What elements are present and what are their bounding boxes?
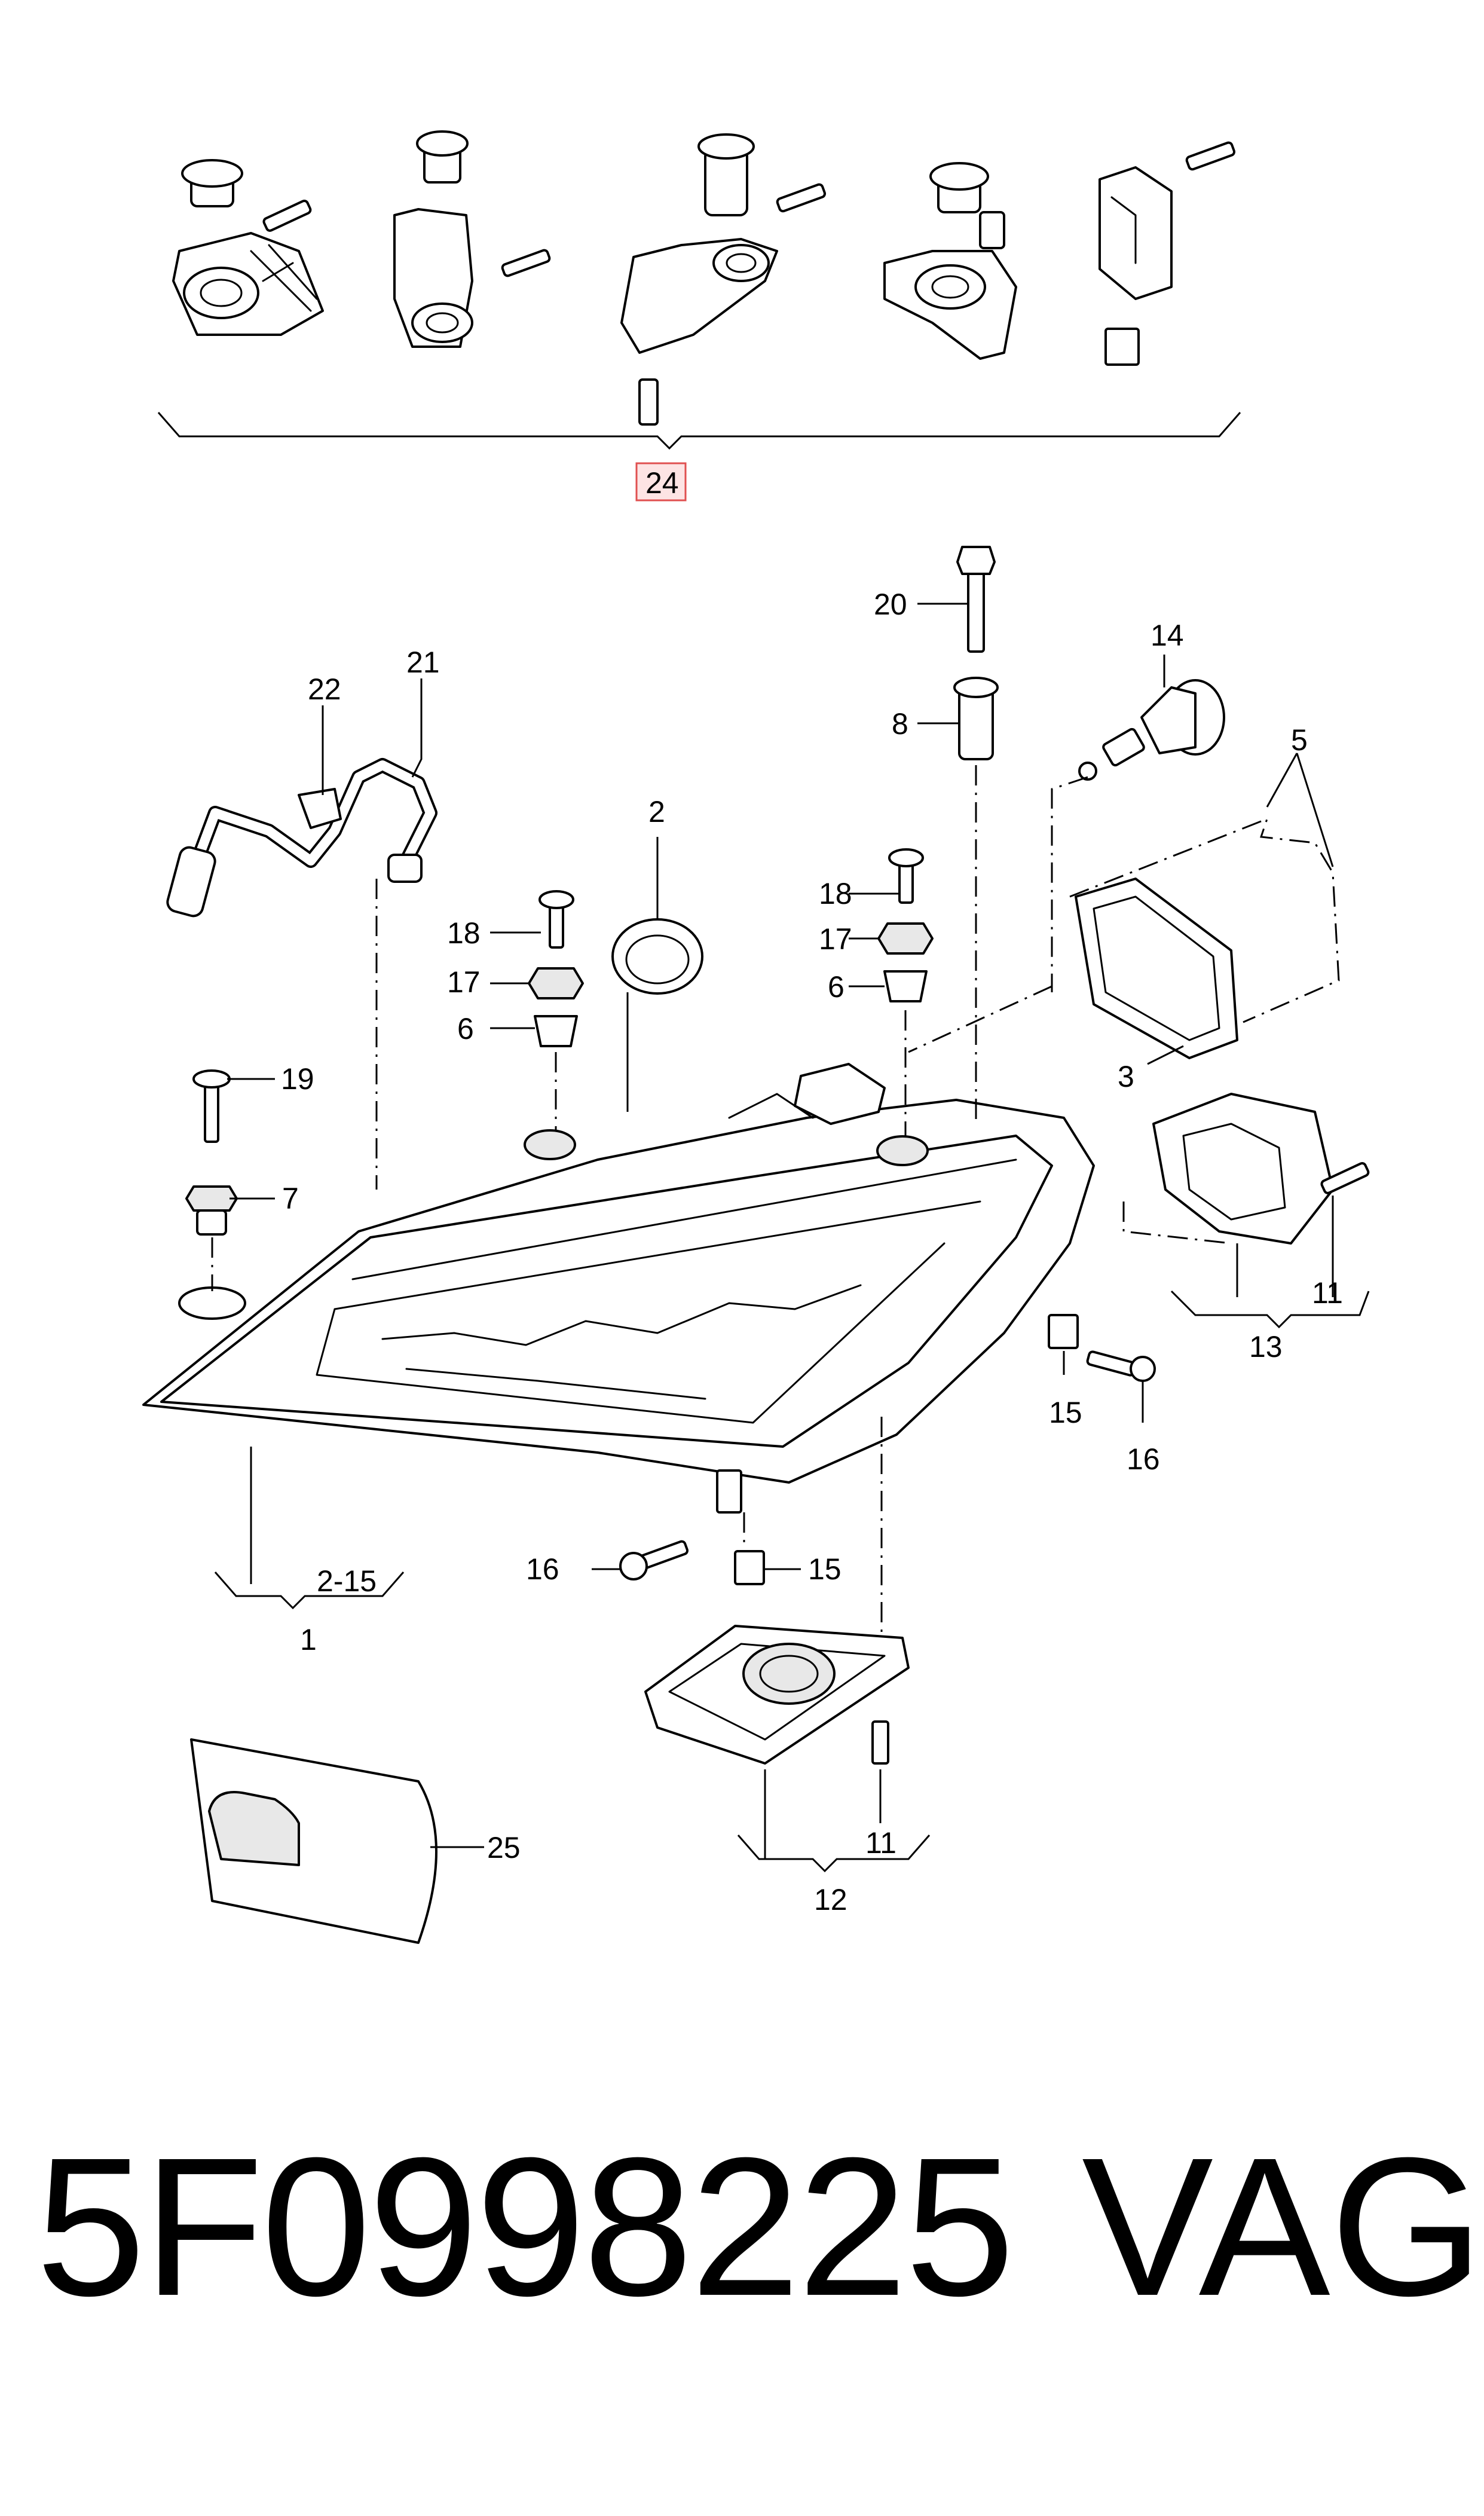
long-screw-and-sleeve	[953, 546, 999, 760]
label-24-highlight	[635, 462, 687, 502]
label-24: 24	[645, 466, 679, 500]
screw-stack-right	[877, 848, 934, 1002]
label-11-bottom: 11	[865, 1826, 896, 1860]
label-16-bottom: 16	[526, 1552, 559, 1586]
label-17-left: 17	[447, 965, 481, 999]
label-17-right: 17	[819, 922, 852, 956]
label-8: 8	[892, 707, 908, 741]
bracket-part-4	[883, 162, 1017, 360]
label-25: 25	[487, 1831, 521, 1864]
label-22: 22	[308, 672, 341, 706]
repair-bracket-set	[157, 130, 1241, 502]
bracket-part-2	[393, 130, 551, 348]
screw-stack-left	[528, 890, 584, 1047]
label-13: 13	[1249, 1330, 1283, 1364]
label-5: 5	[1291, 723, 1308, 757]
label-3: 3	[1118, 1060, 1134, 1093]
brand-name: VAG	[1082, 2116, 1484, 2337]
label-19: 19	[281, 1062, 314, 1096]
label-7: 7	[282, 1182, 299, 1215]
label-6-left: 6	[457, 1012, 474, 1045]
bulb-socket	[1078, 679, 1225, 781]
seal-frame	[1075, 878, 1238, 1059]
headlight-housing	[142, 1063, 1095, 1514]
label-sheet	[190, 1738, 437, 1944]
label-14: 14	[1151, 619, 1184, 652]
cover-cap	[611, 918, 703, 995]
label-1: 1	[300, 1623, 317, 1656]
label-18-right: 18	[819, 877, 852, 910]
bracket-part-1	[172, 159, 324, 336]
label-20: 20	[874, 588, 907, 621]
label-2-15: 2-15	[317, 1564, 377, 1598]
part-number: 5F0998225	[36, 2116, 1015, 2337]
label-21: 21	[406, 646, 440, 679]
screw-and-nut-left	[178, 1069, 246, 1320]
vent-hose	[166, 758, 437, 918]
side-bracket	[1152, 1093, 1370, 1245]
label-15-bottom: 15	[808, 1552, 842, 1586]
clip-and-screw-right	[1048, 1314, 1156, 1382]
label-2: 2	[648, 795, 665, 829]
label-15-right: 15	[1049, 1396, 1082, 1429]
control-unit	[644, 1625, 910, 1765]
label-18-left: 18	[447, 916, 481, 950]
bracket-part-5	[1099, 141, 1236, 366]
bracket-set-brace	[157, 412, 1241, 450]
label-16-right: 16	[1127, 1442, 1160, 1476]
leader-lines	[211, 603, 1370, 1873]
label-6-right: 6	[828, 970, 844, 1004]
bracket-part-3	[620, 133, 827, 426]
part-labels: 24 22 21 2 18 17 6 20 8 18 17 6 14 5 3 1…	[281, 466, 1343, 1916]
clip-and-screw-bottom	[619, 1540, 765, 1585]
label-11-right: 11	[1312, 1276, 1343, 1310]
label-12: 12	[814, 1883, 847, 1916]
cover-outline	[1069, 817, 1340, 1023]
